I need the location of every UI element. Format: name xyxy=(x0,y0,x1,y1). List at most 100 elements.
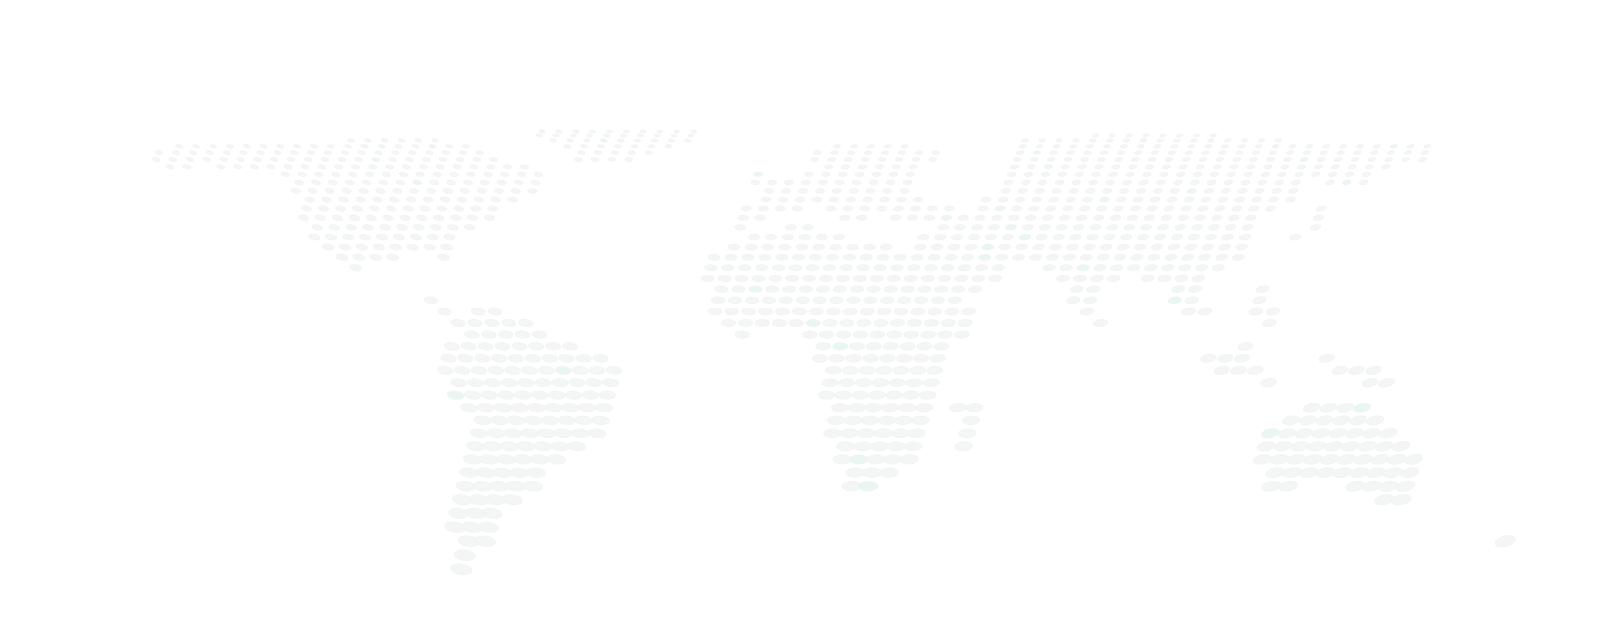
map-dot xyxy=(816,285,830,293)
map-dot xyxy=(859,253,873,261)
map-dot xyxy=(1125,171,1135,177)
map-dot xyxy=(951,233,964,241)
map-dot xyxy=(1018,233,1031,241)
map-dot xyxy=(899,188,910,194)
map-dot xyxy=(1254,188,1265,194)
map-dot xyxy=(828,354,845,363)
map-dot xyxy=(1077,164,1087,170)
map-dot xyxy=(233,164,242,170)
map-dot xyxy=(443,233,456,241)
map-dot xyxy=(1309,224,1322,231)
map-dot xyxy=(902,179,913,186)
map-dot xyxy=(1247,365,1264,375)
map-dot xyxy=(1269,150,1278,155)
map-dot xyxy=(552,133,560,138)
map-dot xyxy=(483,171,493,177)
map-dot xyxy=(888,378,906,388)
map-dot xyxy=(891,164,901,170)
map-dot xyxy=(364,138,372,143)
map-dot xyxy=(836,441,856,452)
map-dot xyxy=(751,274,766,282)
map-dot xyxy=(1108,133,1116,138)
map-dot xyxy=(458,150,468,155)
map-dot xyxy=(913,196,924,203)
map-dot xyxy=(753,171,763,177)
map-dot xyxy=(1137,233,1150,241)
map-dot xyxy=(926,366,943,375)
map-dot xyxy=(701,274,715,282)
map-dot xyxy=(1190,138,1198,143)
map-dot xyxy=(728,296,743,304)
map-dot xyxy=(1176,171,1186,177)
map-dot xyxy=(502,494,523,506)
map-dot xyxy=(462,454,482,465)
map-dot xyxy=(957,319,973,327)
map-dot xyxy=(189,150,197,155)
map-dot xyxy=(1083,150,1092,155)
map-dot xyxy=(359,233,371,241)
map-dot xyxy=(1083,243,1096,251)
map-dot xyxy=(866,144,875,149)
map-dot xyxy=(812,296,827,304)
map-dot xyxy=(920,274,935,282)
map-dot xyxy=(437,307,452,316)
map-dot xyxy=(293,144,302,149)
map-dot xyxy=(971,274,986,282)
map-dot xyxy=(392,188,403,194)
map-dot xyxy=(1038,138,1046,143)
map-dot xyxy=(883,342,899,351)
map-dot xyxy=(755,264,769,272)
map-dot xyxy=(937,274,952,282)
map-dot xyxy=(1319,402,1338,413)
map-dot xyxy=(1032,150,1041,155)
map-dot xyxy=(474,535,496,547)
map-dot xyxy=(673,129,681,134)
map-dot xyxy=(527,403,546,413)
map-dot xyxy=(437,366,454,375)
map-dot xyxy=(1261,480,1281,492)
map-dot xyxy=(325,233,338,241)
map-dot xyxy=(524,354,541,363)
map-dot xyxy=(1341,441,1360,452)
map-dot xyxy=(930,243,944,251)
map-dot xyxy=(1288,188,1299,194)
map-dot xyxy=(1201,150,1210,155)
map-dot xyxy=(374,150,383,155)
map-dot xyxy=(903,441,923,452)
map-dot xyxy=(371,157,380,162)
map-dot xyxy=(1049,150,1058,155)
map-dot xyxy=(545,342,561,351)
map-dot xyxy=(875,366,893,375)
map-dot xyxy=(1252,454,1272,465)
map-dot xyxy=(294,179,304,186)
map-dot xyxy=(911,415,930,426)
map-dot xyxy=(514,390,532,400)
map-dot xyxy=(322,243,335,251)
map-dot xyxy=(860,415,879,426)
map-dot xyxy=(522,480,543,492)
map-dot xyxy=(273,150,282,155)
map-dot xyxy=(849,342,865,351)
map-dot xyxy=(610,150,619,155)
map-dot xyxy=(1336,150,1345,155)
map-dot xyxy=(839,264,853,272)
map-dot xyxy=(748,285,763,293)
map-dot xyxy=(484,378,501,388)
map-dot xyxy=(761,196,772,203)
map-dot xyxy=(185,157,195,162)
map-dot xyxy=(464,330,480,339)
map-dot xyxy=(348,214,360,221)
map-dot xyxy=(784,179,794,186)
map-dot xyxy=(934,233,947,241)
map-dot xyxy=(365,214,377,221)
map-dot xyxy=(871,171,882,177)
map-dot xyxy=(443,342,460,351)
map-dot xyxy=(416,214,428,221)
map-dot xyxy=(1149,196,1161,203)
map-dot xyxy=(1091,133,1099,138)
map-dot xyxy=(847,150,856,155)
map-dot xyxy=(1054,179,1065,186)
map-dot xyxy=(873,319,889,327)
map-dot xyxy=(690,129,697,134)
